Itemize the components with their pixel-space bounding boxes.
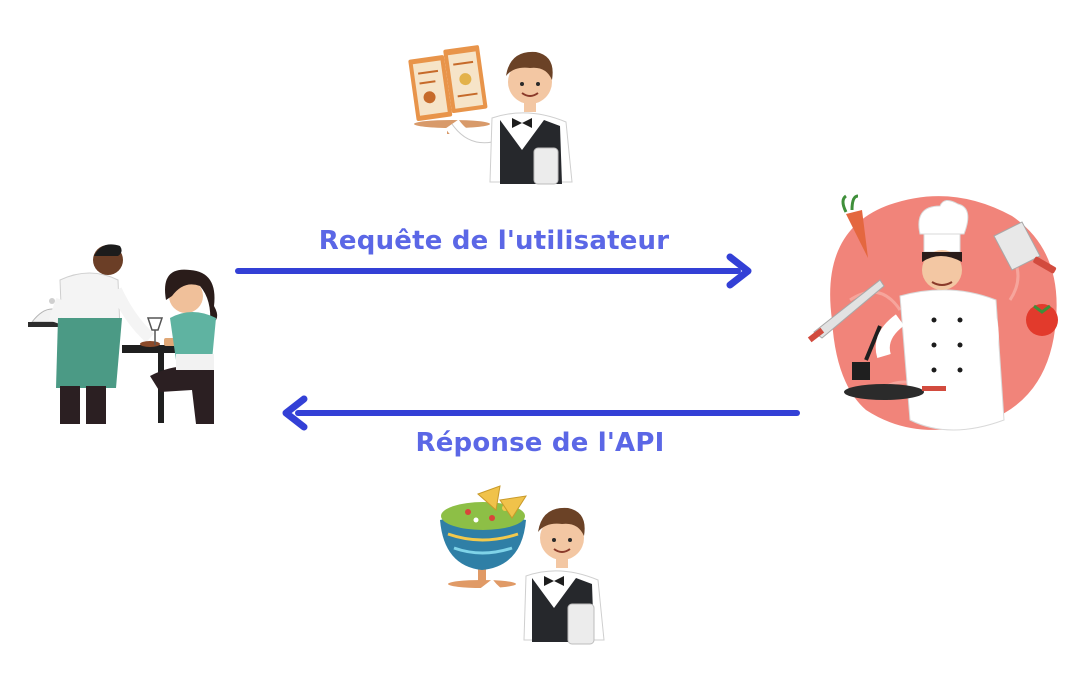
request-arrow-icon [235,253,752,289]
response-arrow-icon [282,395,800,431]
chef-cooking-icon [807,194,1058,431]
waiter-with-dish-icon [440,485,605,645]
waiter-with-menu-icon [408,45,573,185]
response-label: Réponse de l'API [415,428,665,458]
customers-at-table-icon [28,244,218,424]
request-label: Requête de l'utilisateur [318,226,670,256]
